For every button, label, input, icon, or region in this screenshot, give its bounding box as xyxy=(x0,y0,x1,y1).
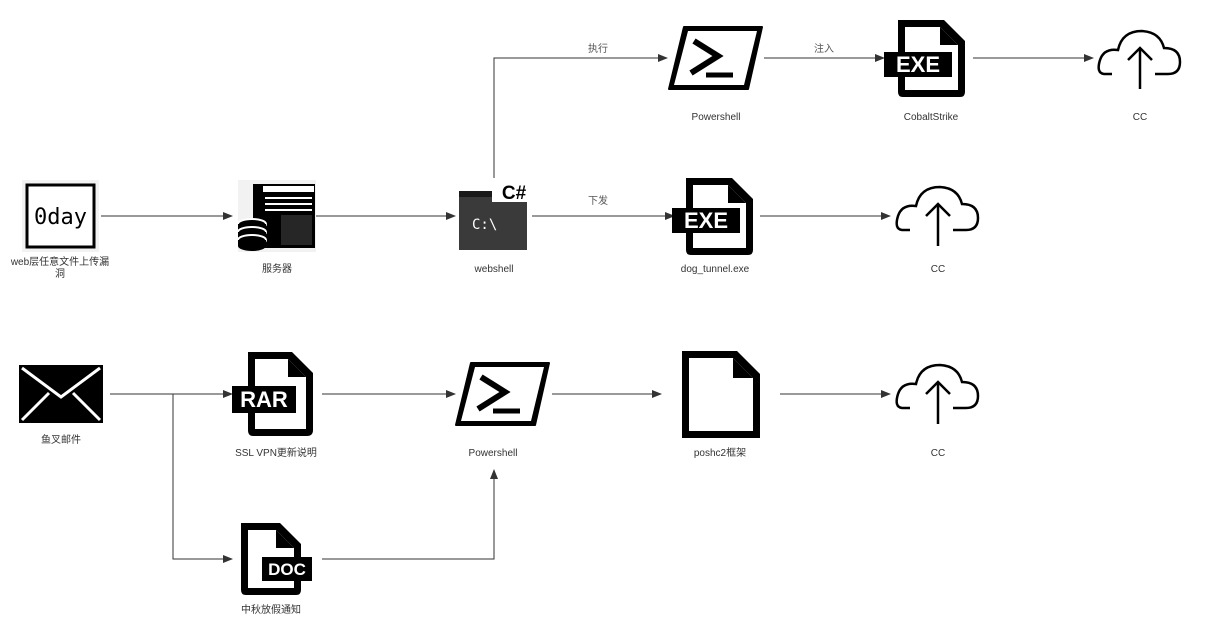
label-dogtunnel: dog_tunnel.exe xyxy=(680,264,750,275)
label-phish: 鱼叉邮件 xyxy=(41,435,81,446)
powershell-icon xyxy=(455,362,550,426)
edge-label-deliver: 下发 xyxy=(588,196,608,207)
exe-file-icon: EXE xyxy=(884,20,965,97)
label-poshc2: poshc2框架 xyxy=(693,448,747,459)
exe-file-icon: EXE xyxy=(672,178,753,255)
label-cc-top: CC xyxy=(1132,112,1148,123)
label-powershell-top: Powershell xyxy=(691,112,741,123)
svg-text:C:\: C:\ xyxy=(472,217,497,233)
edge-webshell-powershell xyxy=(493,54,668,178)
label-cc-bottom: CC xyxy=(930,448,946,459)
edge-doc-powershell xyxy=(322,469,498,560)
edge-label-inject: 注入 xyxy=(814,44,834,55)
0day-icon: 0day xyxy=(22,180,99,252)
label-oday: web层任意文件上传漏洞 xyxy=(10,257,110,280)
label-server: 服务器 xyxy=(262,264,292,275)
label-webshell: webshell xyxy=(474,264,514,275)
cloud-upload-icon xyxy=(1097,29,1182,89)
cloud-upload-icon xyxy=(895,363,980,424)
label-doc: 中秋放假通知 xyxy=(241,605,301,616)
svg-text:C#: C# xyxy=(502,183,527,204)
svg-text:EXE: EXE xyxy=(684,208,728,233)
svg-text:EXE: EXE xyxy=(896,52,940,77)
edges xyxy=(101,54,1094,563)
label-powershell-bottom: Powershell xyxy=(468,448,518,459)
svg-text:RAR: RAR xyxy=(240,387,288,412)
edge-label-execute: 执行 xyxy=(588,44,608,55)
file-icon xyxy=(682,351,760,438)
cloud-upload-icon xyxy=(895,185,980,246)
server-icon xyxy=(237,180,316,252)
label-cobaltstrike: CobaltStrike xyxy=(903,112,959,123)
label-rar: SSL VPN更新说明 xyxy=(235,448,317,459)
terminal-csharp-icon: C:\ C# xyxy=(459,182,530,250)
svg-text:0day: 0day xyxy=(34,205,87,230)
label-cc-mid: CC xyxy=(930,264,946,275)
rar-file-icon: RAR xyxy=(232,352,313,436)
doc-file-icon: DOC xyxy=(241,523,312,595)
edge-phish-doc xyxy=(172,394,233,563)
powershell-icon xyxy=(668,26,763,90)
envelope-icon xyxy=(19,365,103,423)
svg-text:DOC: DOC xyxy=(268,560,306,579)
